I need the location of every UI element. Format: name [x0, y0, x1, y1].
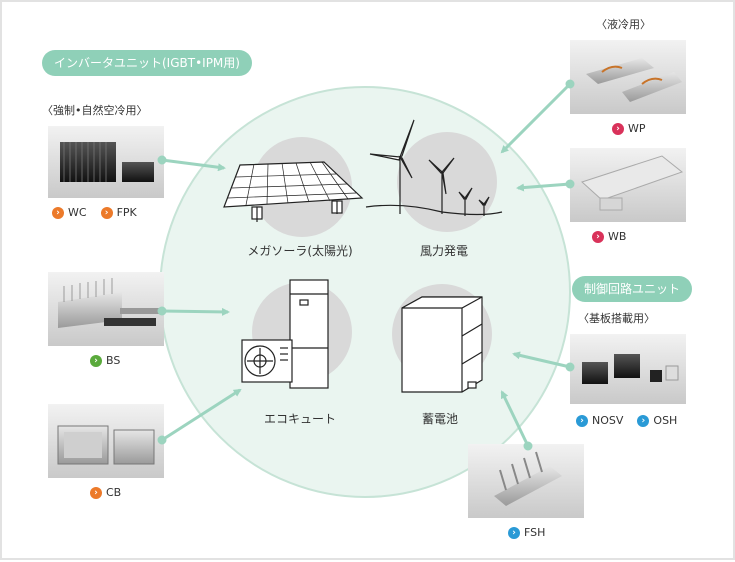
arrow-fsh-to-battery — [500, 390, 530, 447]
product-link-fpk[interactable]: › FPK — [100, 206, 137, 219]
arrow-wb-to-wind — [516, 182, 571, 192]
chevron-right-circle-icon: › — [52, 206, 64, 219]
ecocute-illustration — [241, 279, 329, 389]
solar-caption: メガソーラ(太陽光) — [247, 244, 353, 258]
forced-air-note: 〈強制•自然空冷用〉 — [42, 104, 148, 117]
tag-group-cb: › CB — [90, 486, 121, 499]
control-circuit-unit-label: 制御回路ユニット — [572, 276, 693, 302]
product-name-wc: WC — [68, 206, 87, 219]
wind-caption: 風力発電 — [419, 244, 468, 258]
photo-wc-fpk — [48, 126, 164, 198]
product-name-cb: CB — [106, 486, 122, 499]
wind-turbines-illustration — [365, 119, 503, 216]
chevron-right-circle-icon: › — [90, 354, 102, 367]
photo-cb — [48, 404, 164, 478]
product-name-fsh: FSH — [524, 526, 546, 539]
chevron-right-circle-icon: › — [90, 486, 102, 499]
arrow-bs-to-ecocute — [161, 307, 230, 316]
ecocute-caption: エコキュート — [263, 412, 336, 426]
chevron-right-circle-icon: › — [508, 526, 520, 539]
chevron-right-circle-icon: › — [100, 206, 113, 219]
tag-group-fsh: › FSH — [508, 526, 545, 539]
board-mount-note: 〈基板搭載用〉 — [578, 312, 655, 325]
photo-wp — [570, 40, 686, 114]
product-name-wp: WP — [628, 122, 646, 135]
chevron-right-circle-icon: › — [576, 414, 588, 427]
product-name-fpk: FPK — [116, 206, 137, 219]
product-name-wb: WB — [608, 230, 627, 243]
battery-illustration — [401, 296, 483, 393]
photo-wb — [570, 148, 686, 222]
product-name-bs: BS — [106, 354, 121, 367]
battery-caption: 蓄電池 — [421, 412, 458, 426]
tag-group-bs: › BS — [90, 354, 120, 367]
product-link-cb[interactable]: › CB — [90, 486, 121, 499]
tag-group-wp: › WP — [612, 122, 646, 135]
product-name-nosv: NOSV — [592, 414, 624, 427]
arrow-nosv-to-battery — [512, 351, 571, 369]
tag-group-nosv-osh: › NOSV › OSH — [576, 414, 677, 427]
solar-panel-illustration — [223, 161, 364, 222]
arrow-cb-to-ecocute — [161, 388, 242, 442]
wind-circle — [397, 132, 497, 232]
ecosystem-circle — [159, 86, 571, 498]
product-link-osh[interactable]: › OSH — [637, 414, 677, 427]
product-link-bs[interactable]: › BS — [90, 354, 120, 367]
tag-group-wb: › WB — [592, 230, 626, 243]
liquid-cooling-note: 〈液冷用〉 — [596, 18, 651, 31]
arrow-wp-to-wind — [500, 82, 572, 154]
product-link-wp[interactable]: › WP — [612, 122, 646, 135]
photo-fsh — [468, 444, 584, 518]
chevron-right-circle-icon: › — [592, 230, 604, 243]
product-link-wc[interactable]: › WC — [52, 206, 87, 219]
product-link-nosv[interactable]: › NOSV — [576, 414, 623, 427]
chevron-right-circle-icon: › — [637, 414, 650, 427]
photo-bs — [48, 272, 164, 346]
chevron-right-circle-icon: › — [612, 122, 624, 135]
product-link-wb[interactable]: › WB — [592, 230, 626, 243]
tag-group-wc-fpk: › WC › FPK — [52, 206, 137, 219]
photo-nosv-osh — [570, 334, 686, 404]
arrow-wc-to-solar — [161, 158, 226, 172]
inverter-unit-label: インバータユニット(IGBT•IPM用) — [42, 50, 252, 76]
product-name-osh: OSH — [653, 414, 678, 427]
product-link-fsh[interactable]: › FSH — [508, 526, 545, 539]
